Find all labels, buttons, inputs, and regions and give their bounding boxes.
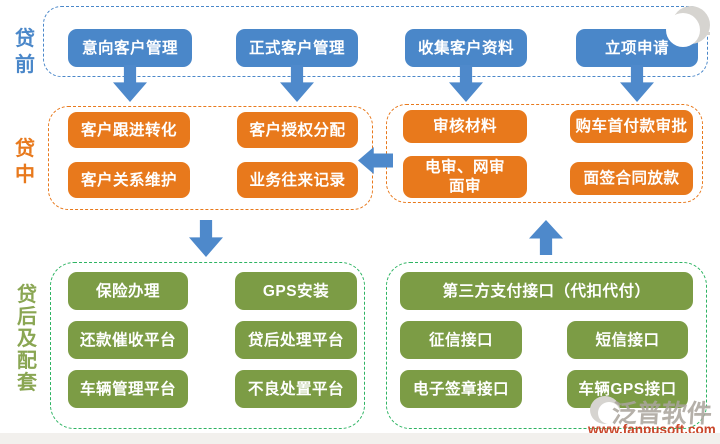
node-credit-interface: 征信接口: [400, 321, 522, 359]
node-customer-relationship: 客户关系维护: [68, 162, 190, 198]
postloan-left-group-frame: [50, 262, 365, 429]
node-formal-customer-mgmt: 正式客户管理: [236, 29, 358, 67]
preloan-group-frame: [43, 6, 708, 77]
node-repayment-collection-platform: 还款催收平台: [68, 321, 188, 359]
node-vehicle-mgmt-platform: 车辆管理平台: [68, 370, 188, 408]
node-phone-web-interview-review: 电审、网审 面审: [403, 156, 527, 198]
down-arrow-icon: [189, 220, 223, 257]
node-customer-followup: 客户跟进转化: [68, 112, 190, 148]
node-vehicle-gps-interface: 车辆GPS接口: [567, 370, 688, 408]
node-contract-signing-loan: 面签合同放款: [570, 162, 693, 195]
node-thirdparty-payment-interface: 第三方支付接口（代扣代付）: [400, 272, 693, 310]
postloan-right-group-frame: [386, 262, 707, 429]
node-collect-customer-info: 收集客户资料: [405, 29, 527, 67]
section-label-preloan: 贷前: [15, 28, 35, 76]
brand-swoosh-icon: [666, 6, 714, 47]
section-label-midloan: 贷中: [15, 138, 35, 186]
brand-swoosh-icon: [590, 396, 622, 426]
node-esignature-interface: 电子签章接口: [400, 370, 522, 408]
node-customer-authorization: 客户授权分配: [237, 112, 358, 148]
node-bad-asset-disposal-platform: 不良处置平台: [235, 370, 357, 408]
section-label-postloan: 贷后及配套: [17, 284, 37, 394]
up-arrow-icon: [529, 220, 563, 255]
node-insurance-handling: 保险办理: [68, 272, 188, 310]
node-downpayment-approval: 购车首付款审批: [570, 110, 693, 143]
node-gps-installation: GPS安装: [235, 272, 357, 310]
page-bottom-strip: [0, 433, 720, 444]
node-intent-customer-mgmt: 意向客户管理: [68, 29, 192, 67]
node-sms-interface: 短信接口: [567, 321, 688, 359]
node-review-materials: 审核材料: [403, 110, 527, 143]
node-business-records: 业务往来记录: [237, 162, 358, 198]
node-project-application: 立项申请: [576, 29, 698, 67]
node-postloan-processing-platform: 贷后处理平台: [235, 321, 357, 359]
